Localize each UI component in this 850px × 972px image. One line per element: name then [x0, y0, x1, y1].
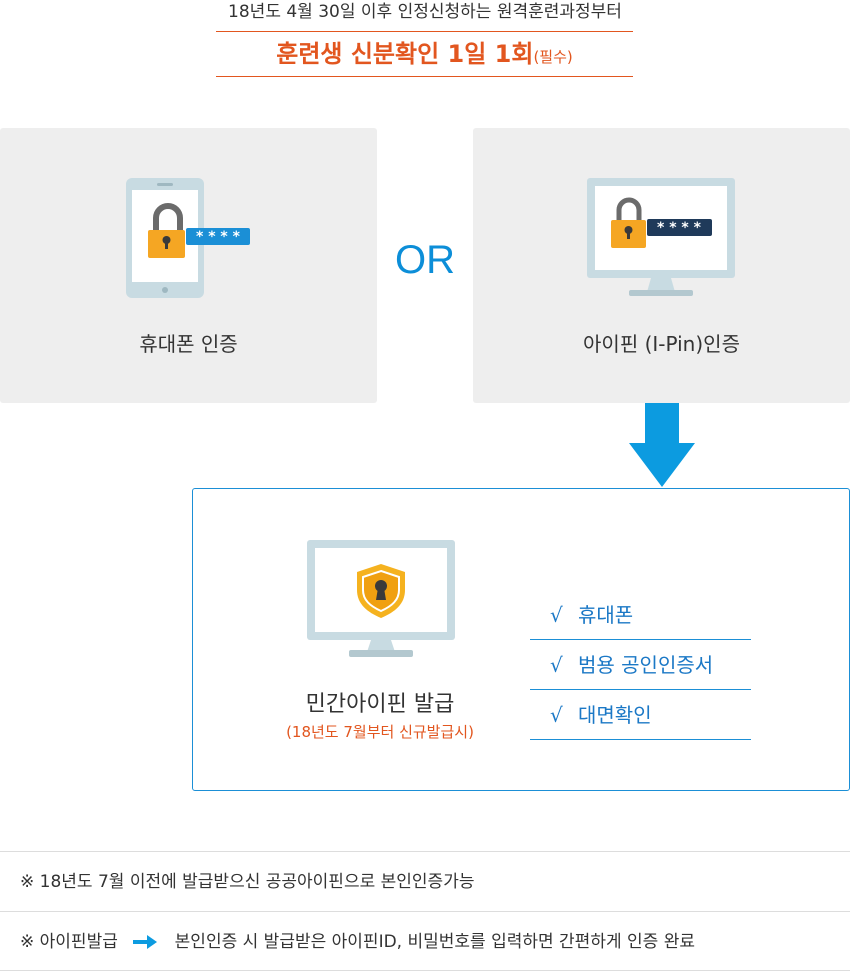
monitor-shield-icon	[307, 540, 455, 657]
note-ipin-suffix: 본인인증 시 발급받은 아이핀ID, 비밀번호를 입력하면 간편하게 인증 완료	[174, 932, 695, 952]
option-label: 대면확인	[578, 703, 652, 727]
result-title: 민간아이핀 발급	[305, 692, 455, 717]
arrow-down-icon	[629, 403, 695, 487]
header-title: 훈련생 신분확인 1일 1회(필수)	[216, 31, 633, 77]
header-subtitle: 18년도 4월 30일 이후 인정신청하는 원격훈련과정부터	[228, 2, 622, 22]
option-label: 범용 공인인증서	[578, 653, 714, 677]
option-phone: √ 휴대폰	[530, 590, 751, 640]
monitor-lock-icon: * * * *	[587, 178, 735, 296]
arrow-right-icon	[133, 935, 158, 949]
option-label: 휴대폰	[578, 603, 634, 627]
header-title-text: 훈련생 신분확인 1일 1회	[276, 40, 534, 68]
option-certificate: √ 범용 공인인증서	[530, 640, 751, 690]
check-icon: √	[550, 653, 563, 677]
check-icon: √	[550, 703, 563, 727]
header-title-suffix: (필수)	[533, 48, 573, 66]
ipin-mask-text: * * * *	[657, 220, 702, 236]
result-note: (18년도 7월부터 신규발급시)	[286, 723, 474, 741]
phone-lock-icon: * * * *	[126, 178, 250, 298]
option-face-to-face: √ 대면확인	[530, 690, 751, 740]
or-separator: OR	[395, 238, 455, 282]
note-public-ipin: ※ 18년도 7월 이전에 발급받으신 공공아이핀으로 본인인증가능	[0, 851, 850, 911]
ipin-auth-card: * * * * 아이핀 (I-Pin)인증	[473, 128, 850, 403]
phone-auth-label: 휴대폰 인증	[139, 332, 238, 356]
ipin-auth-label: 아이핀 (I-Pin)인증	[583, 332, 740, 356]
phone-mask-text: * * * *	[196, 229, 241, 245]
phone-auth-card: * * * * 휴대폰 인증	[0, 128, 377, 403]
result-box	[192, 488, 850, 791]
note-ipin-prefix: ※ 아이핀발급	[20, 932, 118, 952]
check-icon: √	[550, 603, 563, 627]
note-ipin-issue: ※ 아이핀발급 본인인증 시 발급받은 아이핀ID, 비밀번호를 입력하면 간편…	[0, 911, 850, 971]
